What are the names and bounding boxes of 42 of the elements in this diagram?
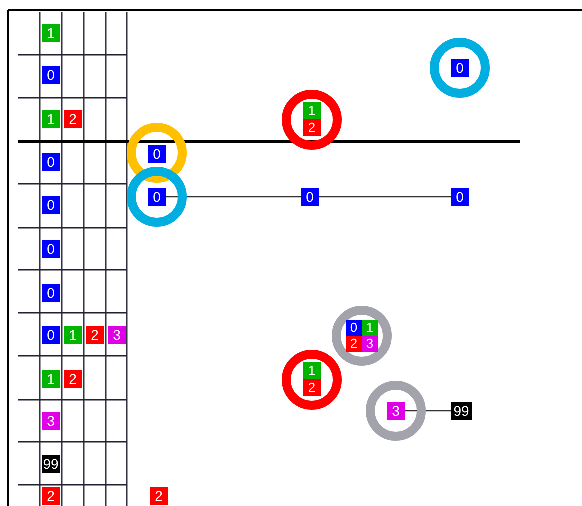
number-tag: 3 <box>42 412 60 430</box>
ring-circle <box>430 38 490 98</box>
number-tag: 0 <box>42 284 60 302</box>
number-tag: 1 <box>303 102 321 119</box>
number-tag: 99 <box>42 455 60 473</box>
number-tag: 3 <box>362 336 378 352</box>
number-tag: 2 <box>303 119 321 136</box>
number-tag: 0 <box>148 188 166 206</box>
number-tag: 2 <box>303 379 321 396</box>
number-tag: 3 <box>108 326 126 344</box>
number-tag: 0 <box>42 153 60 171</box>
number-tag: 0 <box>42 196 60 214</box>
ring-circle <box>127 123 187 183</box>
number-tag: 1 <box>42 110 60 128</box>
number-tag: 2 <box>64 370 82 388</box>
number-tag: 1 <box>42 24 60 42</box>
number-tag: 2 <box>64 110 82 128</box>
connector-line <box>319 196 451 198</box>
ring-circle <box>332 306 392 366</box>
number-tag: 0 <box>42 326 60 344</box>
number-tag: 2 <box>86 326 104 344</box>
number-tag: 0 <box>301 188 319 206</box>
number-tag: 1 <box>303 362 321 379</box>
number-tag: 0 <box>451 188 469 206</box>
number-tag: 0 <box>451 59 469 77</box>
ring-circle <box>282 350 342 410</box>
ring-circle <box>127 167 187 227</box>
ring-circle <box>366 381 426 441</box>
number-tag: 1 <box>42 370 60 388</box>
number-tag: 99 <box>451 402 472 420</box>
ring-circle <box>282 90 342 150</box>
number-tag: 1 <box>64 326 82 344</box>
number-tag: 2 <box>42 487 60 505</box>
number-tag: 3 <box>387 402 405 420</box>
number-tag: 0 <box>346 320 362 336</box>
number-tag: 0 <box>42 240 60 258</box>
connector-line <box>166 196 301 198</box>
number-tag: 2 <box>150 487 168 505</box>
number-tag: 2 <box>346 336 362 352</box>
number-tag: 1 <box>362 320 378 336</box>
number-tag: 0 <box>148 145 166 163</box>
number-tag: 0 <box>42 66 60 84</box>
